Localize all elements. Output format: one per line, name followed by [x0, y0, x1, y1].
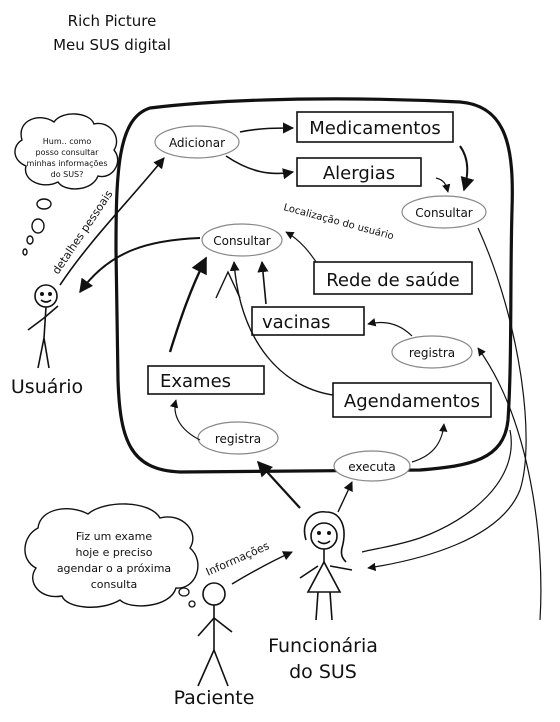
oval-registra-right-shape	[391, 335, 473, 369]
system-boundary	[114, 97, 514, 474]
edge-label-informacoes: Informações	[204, 539, 272, 579]
edge-label-detalhes: detalhes pessoais	[50, 188, 116, 277]
box-exames-shape	[147, 365, 265, 395]
paciente-figure	[197, 582, 233, 687]
oval-consultar-right: Consultar	[415, 206, 473, 220]
actor-funcionaria-line-1: Funcionária	[268, 635, 378, 657]
funcionaria-figure	[299, 511, 353, 621]
edge-funcionaria-executa	[337, 481, 353, 513]
oval-consultar-center-shape	[201, 223, 283, 257]
box-alergias: Alergias	[323, 163, 395, 184]
sketch-stroke-a	[215, 270, 241, 299]
oval-adicionar: Adicionar	[169, 136, 225, 150]
edge-consultar-funcionaria	[367, 227, 527, 572]
box-medicamentos-shape	[296, 111, 454, 143]
edge-registra-exames	[169, 399, 201, 441]
edge-alergias-consultar	[435, 177, 451, 193]
usuario-thought-line-4: do SUS?	[51, 170, 84, 179]
paciente-thought-line-3: agendar o a próxima	[57, 562, 171, 575]
edge-paciente-funcionaria	[231, 551, 293, 585]
edge-label-localizacao: Localização do usuário	[282, 201, 395, 242]
box-rede: Rede de saúde	[326, 270, 460, 291]
title-line-1: Rich Picture	[68, 12, 157, 30]
box-agendamentos: Agendamentos	[344, 391, 480, 412]
box-rede-shape	[313, 261, 473, 295]
usuario-thought-line-3: minhas informações	[27, 159, 108, 168]
edge-registra-funcionaria	[477, 347, 542, 621]
box-medicamentos: Medicamentos	[309, 118, 440, 139]
paciente-thought-line-1: Fiz um exame	[76, 530, 153, 543]
oval-consultar-center: Consultar	[213, 234, 271, 248]
oval-executa-shape	[333, 450, 411, 482]
usuario-thought-line-2: posso consultar	[36, 148, 100, 157]
box-agendamentos-shape	[332, 382, 492, 418]
title-line-2: Meu SUS digital	[53, 36, 171, 54]
edge-exames-consultar	[168, 256, 208, 353]
usuario-thought-line-1: Hum.. como	[43, 137, 92, 146]
box-exames: Exames	[160, 371, 231, 392]
paciente-thought-bubble	[24, 503, 199, 608]
actor-paciente: Paciente	[174, 687, 255, 709]
edge-agendamentos-consultar	[229, 261, 341, 397]
edge-detalhes	[59, 157, 165, 286]
edge-registra-vacinas	[367, 318, 413, 337]
edge-executa-agendamentos	[411, 423, 448, 463]
edge-boundary-funcionaria	[361, 429, 512, 553]
paciente-thought-line-4: consulta	[91, 578, 138, 591]
actor-usuario: Usuário	[11, 376, 83, 398]
edge-vacinas-consultar	[257, 260, 269, 305]
usuario-figure	[27, 284, 59, 369]
oval-registra-left-shape	[197, 421, 279, 455]
actor-funcionaria-line-2: do SUS	[289, 661, 357, 683]
oval-executa: executa	[348, 460, 396, 474]
edge-adicionar-medicamentos	[239, 122, 295, 134]
edge-consultar-usuario	[79, 237, 201, 294]
edge-adicionar-alergias	[225, 155, 295, 180]
box-vacinas-shape	[251, 306, 365, 336]
oval-adicionar-shape	[154, 125, 240, 159]
paciente-thought-line-2: hoje e preciso	[76, 546, 153, 559]
oval-registra-right: registra	[409, 346, 455, 360]
edge-medicamentos-consultar	[459, 145, 475, 192]
edge-funcionaria-registra	[256, 460, 301, 509]
oval-registra-left: registra	[215, 432, 261, 446]
oval-consultar-right-shape	[401, 195, 487, 229]
usuario-thought-bubble	[14, 113, 119, 256]
box-vacinas: vacinas	[262, 312, 330, 333]
box-alergias-shape	[296, 157, 422, 187]
